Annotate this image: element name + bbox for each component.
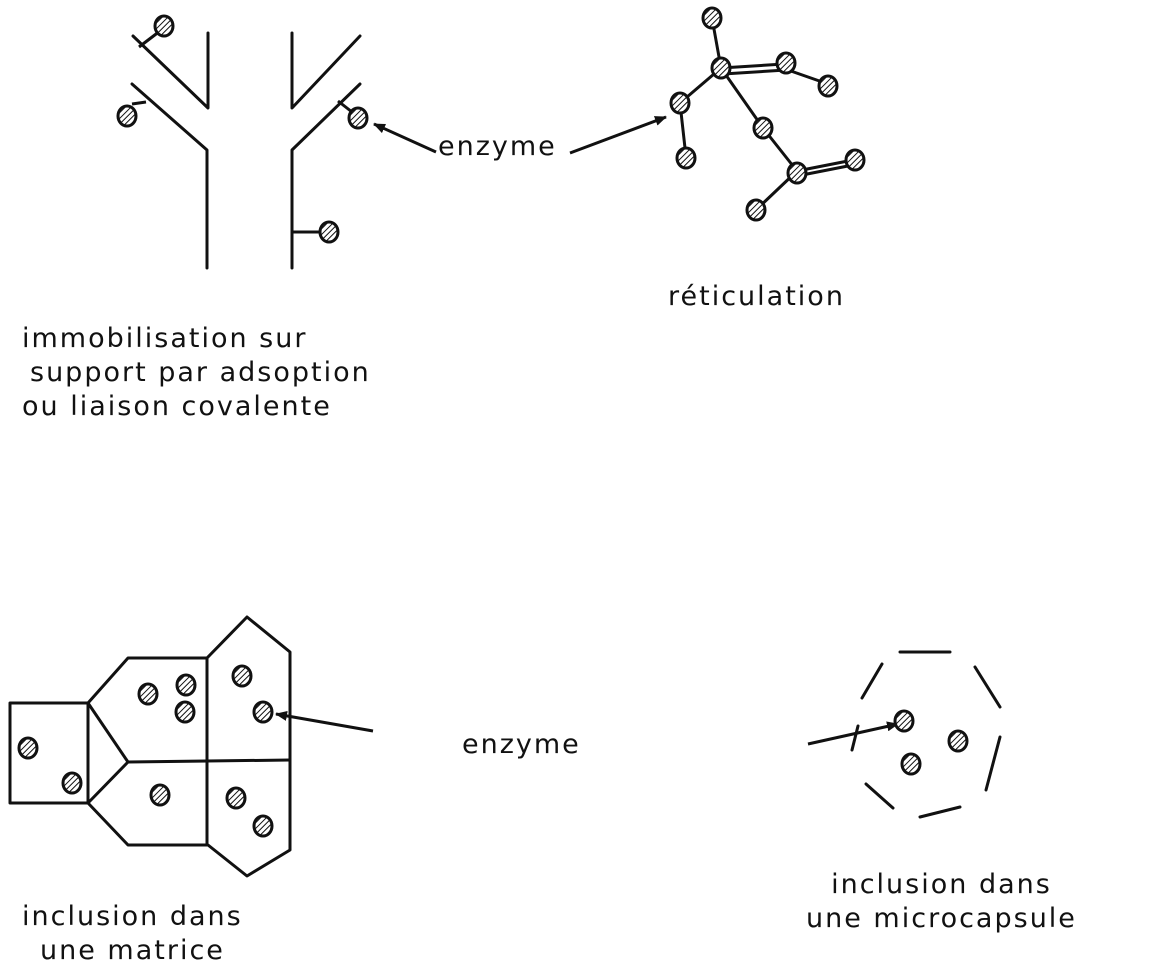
hatched-oval-icon bbox=[116, 104, 138, 128]
microcapsule-caption-line: inclusion dans bbox=[831, 869, 1052, 900]
enzyme-label-top: enzyme bbox=[438, 131, 557, 162]
arrow-icon bbox=[807, 721, 899, 746]
hatched-oval-icon bbox=[817, 74, 839, 98]
microcapsule-caption: inclusion dans une microcapsule bbox=[806, 868, 1077, 936]
hatched-oval-icon bbox=[775, 51, 797, 75]
hatched-oval-icon bbox=[347, 106, 369, 130]
hatched-oval-icon bbox=[231, 664, 253, 688]
support-caption-line: immobilisation sur bbox=[22, 323, 308, 354]
hatched-oval-icon bbox=[252, 814, 274, 838]
hatched-oval-icon bbox=[752, 116, 774, 140]
hatched-oval-icon bbox=[675, 146, 697, 170]
support-tree bbox=[130, 31, 362, 270]
matrix-caption-line: une matrice bbox=[40, 934, 225, 966]
hatched-oval-icon bbox=[137, 682, 159, 706]
hatched-oval-icon bbox=[149, 783, 171, 807]
hatched-oval-icon bbox=[17, 736, 39, 760]
microcapsule-wall bbox=[850, 650, 1002, 819]
enzyme-link bbox=[131, 100, 147, 106]
hatched-oval-icon bbox=[175, 673, 197, 697]
support-tree-left-trunk bbox=[130, 82, 209, 270]
support-tree-right-outline bbox=[290, 31, 362, 110]
reticulation-network bbox=[678, 16, 855, 211]
support-caption-line: support par adsoption bbox=[30, 356, 371, 388]
support-tree-left-outline bbox=[131, 31, 210, 110]
hatched-oval-icon bbox=[252, 700, 274, 724]
hatched-oval-icon bbox=[174, 700, 196, 724]
enzyme-label-bottom: enzyme bbox=[462, 729, 581, 760]
matrix-caption-line: inclusion dans bbox=[22, 901, 243, 932]
microcapsule-caption-line: une microcapsule bbox=[806, 902, 1077, 934]
hatched-oval-icon bbox=[225, 786, 247, 810]
hatched-oval-icon bbox=[947, 729, 969, 753]
matrix-enzymes bbox=[17, 664, 274, 838]
microcapsule-enzymes bbox=[893, 709, 969, 776]
arrow-icon bbox=[275, 710, 374, 733]
enzyme-link bbox=[337, 99, 353, 114]
arrow-icon bbox=[569, 115, 667, 155]
support-tree-right-trunk bbox=[290, 82, 362, 270]
hatched-oval-icon bbox=[669, 91, 691, 115]
matrix-outline bbox=[8, 615, 292, 878]
hatched-oval-icon bbox=[710, 56, 732, 80]
matrix-cells bbox=[8, 615, 292, 878]
reticulation-caption: réticulation bbox=[668, 281, 845, 312]
hatched-oval-icon bbox=[893, 709, 915, 733]
support-caption-line: ou liaison covalente bbox=[22, 390, 332, 422]
hatched-oval-icon bbox=[844, 148, 866, 172]
hatched-oval-icon bbox=[900, 752, 922, 776]
hatched-oval-icon bbox=[745, 198, 767, 222]
arrow-icon bbox=[373, 122, 437, 154]
hatched-oval-icon bbox=[786, 161, 808, 185]
support-caption: immobilisation sur support par adsoption… bbox=[22, 322, 371, 423]
support-enzymes bbox=[116, 14, 369, 244]
hatched-oval-icon bbox=[153, 14, 175, 38]
hatched-oval-icon bbox=[701, 6, 723, 30]
hatched-oval-icon bbox=[61, 771, 83, 795]
matrix-caption: inclusion dans une matrice bbox=[22, 900, 243, 968]
hatched-oval-icon bbox=[318, 220, 340, 244]
reticulation-enzymes bbox=[669, 6, 866, 222]
enzyme-bottom-arrows bbox=[275, 710, 899, 746]
enzyme-top-arrows bbox=[373, 115, 667, 155]
